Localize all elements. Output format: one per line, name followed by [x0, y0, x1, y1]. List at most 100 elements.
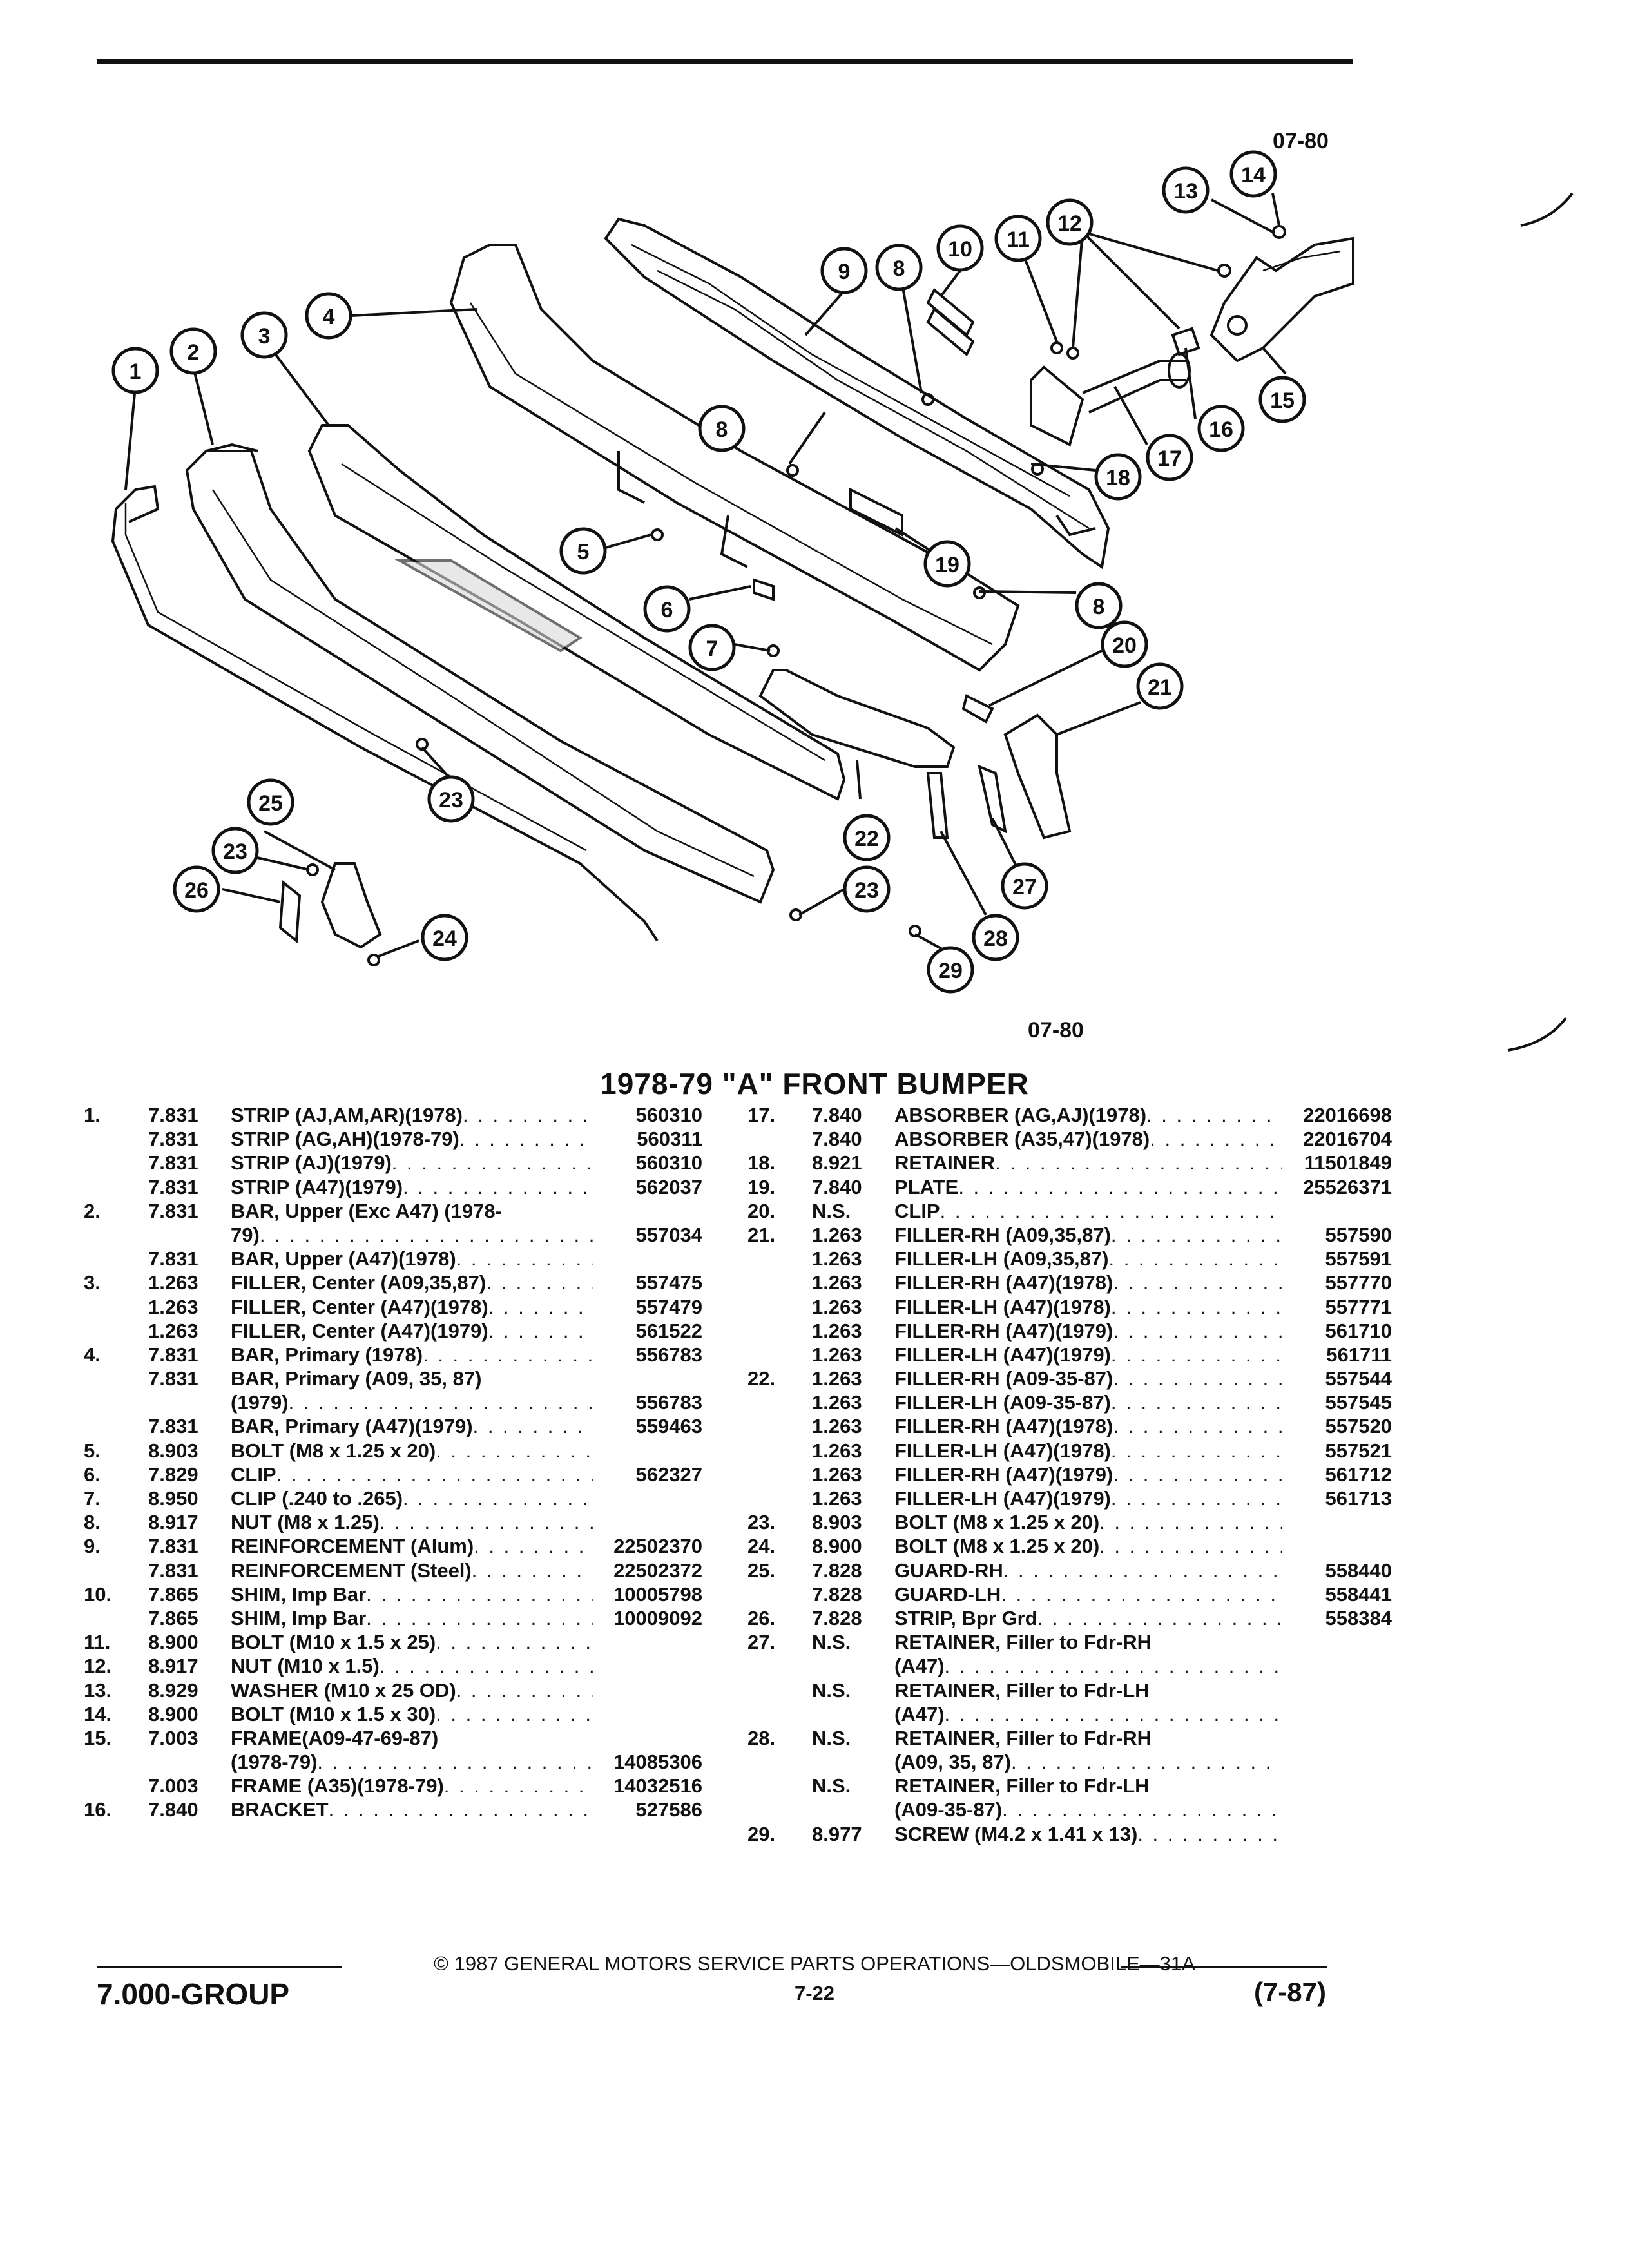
item-number: 29.: [747, 1822, 776, 1845]
callout-2: 2: [169, 327, 217, 375]
group-number: 7.831: [148, 1151, 198, 1175]
svg-text:4: 4: [323, 305, 335, 329]
item-number: 28.: [747, 1726, 776, 1749]
footer-group: 7.000-GROUP: [97, 1977, 290, 2011]
callout-28: 28: [972, 914, 1019, 961]
group-number: 1.263: [812, 1391, 862, 1414]
leader-dots: [456, 1247, 593, 1271]
part-number: [593, 1630, 702, 1654]
callout-15: 15: [1258, 376, 1306, 423]
part-name: FILLER,: [231, 1271, 307, 1294]
part-description: FILLER-LH (A47)(1979): [894, 1343, 1282, 1367]
part-description: RETAINER, Filler to Fdr-LH: [894, 1774, 1282, 1798]
part-name: GUARD-LH: [894, 1582, 1001, 1606]
group-number: 7.831: [148, 1247, 198, 1271]
parts-row: (A09-35-87): [747, 1798, 1392, 1821]
group-number: N.S.: [812, 1726, 851, 1749]
group-number: 1.263: [812, 1271, 862, 1294]
callout-3: 3: [240, 311, 288, 359]
part-qualifier: Upper (Exc A47) (1978-: [279, 1199, 502, 1222]
group-number: 7.828: [812, 1559, 862, 1582]
part-number: [593, 1247, 702, 1271]
part-number: 22502372: [613, 1559, 702, 1582]
item-number: [84, 1414, 148, 1438]
svg-text:5: 5: [577, 540, 590, 564]
part-qualifier: Bpr Grd: [956, 1606, 1037, 1629]
svg-text:23: 23: [854, 878, 879, 903]
svg-text:17: 17: [1157, 447, 1182, 471]
edge-mark: [1507, 1017, 1567, 1052]
part-description: BAR, Upper (Exc A47) (1978-: [231, 1199, 593, 1223]
item-number: 20.: [747, 1199, 776, 1222]
part-name: RETAINER,: [894, 1774, 1001, 1798]
callout-12: 12: [1046, 198, 1094, 246]
part-name: FILLER-RH: [894, 1415, 1000, 1438]
part-number: 561711: [1326, 1343, 1392, 1366]
part-number: [1282, 1654, 1392, 1678]
part-number: [1282, 1774, 1392, 1798]
part-qualifier: (A47)(1979): [998, 1343, 1111, 1366]
part-qualifier: (M4.2 x 1.41 x 13): [969, 1822, 1138, 1845]
part-qualifier: (M8 x 1.25 x 20): [947, 1511, 1100, 1534]
parts-row: N.S.RETAINER, Filler to Fdr-LH: [747, 1774, 1392, 1798]
svg-text:9: 9: [838, 260, 851, 284]
callout-25: 25: [247, 778, 294, 826]
item-number: [747, 1390, 812, 1414]
part-description: BRACKET: [231, 1798, 593, 1821]
svg-text:14: 14: [1241, 163, 1266, 187]
part-qualifier: (A09,35,87): [999, 1223, 1111, 1246]
item-number: 24.: [747, 1535, 776, 1558]
part-qualifier: (AJ)(1979): [289, 1151, 392, 1175]
part-name: STRIP: [231, 1175, 290, 1198]
part-number: 561710: [1325, 1319, 1392, 1342]
part-name: FILLER-LH: [894, 1295, 998, 1318]
leader-dots: [474, 1534, 593, 1558]
item-number: 27.: [747, 1631, 776, 1654]
svg-text:15: 15: [1270, 389, 1295, 413]
callout-24: 24: [421, 914, 468, 961]
part-qualifier: (M8 x 1.25 x 20): [947, 1535, 1100, 1558]
item-number: [747, 1247, 812, 1271]
parts-row: 6.7.829CLIP562327: [84, 1463, 702, 1486]
part-description: FILLER-RH (A47)(1979): [894, 1463, 1282, 1486]
part-qualifier: Center (A09,35,87): [306, 1271, 487, 1294]
group-number: 7.831: [148, 1415, 198, 1438]
part-number: 560311: [637, 1128, 702, 1151]
part-number: 11501849: [1304, 1151, 1392, 1175]
svg-text:26: 26: [184, 878, 209, 903]
group-number: [812, 1702, 894, 1726]
part-qualifier: (A47): [894, 1702, 945, 1725]
group-number: 7.831: [148, 1199, 198, 1222]
item-number: 7.: [84, 1487, 101, 1510]
part-number: 558440: [1325, 1559, 1392, 1582]
callout-20: 20: [1101, 620, 1148, 668]
group-number: 7.829: [148, 1463, 198, 1486]
part-description: SHIM, Imp Bar: [231, 1606, 593, 1630]
part-description: SCREW (M4.2 x 1.41 x 13): [894, 1822, 1282, 1846]
group-number: 1.263: [812, 1343, 862, 1366]
part-description: BOLT (M8 x 1.25 x 20): [231, 1439, 593, 1463]
part-description: (A47): [894, 1702, 1282, 1726]
svg-text:8: 8: [716, 418, 728, 442]
callout-23: 23: [211, 827, 259, 874]
item-number: 15.: [84, 1726, 112, 1749]
part-number: 527586: [635, 1798, 702, 1821]
part-name: BAR,: [231, 1199, 280, 1222]
part-qualifier: (A09-35-87): [999, 1367, 1113, 1390]
parts-row: 27.N.S.RETAINER, Filler to Fdr-RH: [747, 1630, 1392, 1654]
leader-dots: [1113, 1319, 1282, 1343]
leader-dots: [1001, 1582, 1282, 1606]
part-qualifier: (A09-47-69-87): [302, 1726, 439, 1749]
part-description: NUT (M10 x 1.5): [231, 1654, 593, 1678]
